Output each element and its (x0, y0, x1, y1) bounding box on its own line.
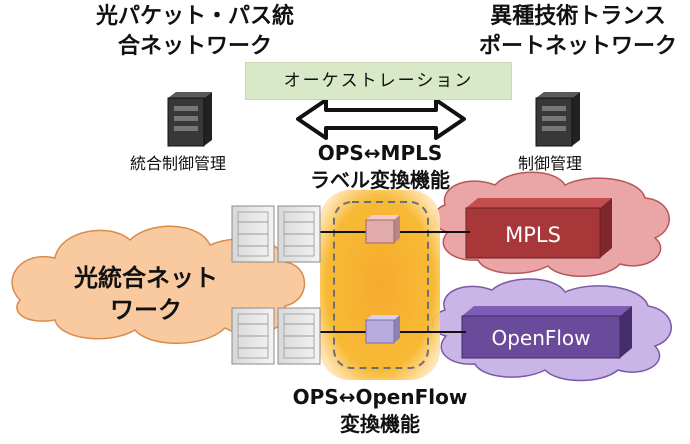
openflow-box-side (620, 306, 632, 358)
mpls-conversion-line2: ラベル変換機能 (310, 168, 450, 192)
server-icon (167, 92, 212, 147)
mpls-box-top (466, 198, 612, 208)
optical-network-label-line2: ワーク (110, 296, 182, 324)
openflow-conversion-line1: OPS↔OpenFlow (292, 385, 468, 409)
mpls-converter-node (365, 215, 400, 244)
left-management-label: 統合制御管理 (130, 154, 227, 173)
mpls-box-front (465, 207, 601, 259)
mpls-conversion-line1: OPS↔MPLS (317, 141, 443, 165)
openflow-box-front (461, 315, 621, 359)
server-icon (535, 92, 580, 147)
orchestration-bar: オーケストレーション (245, 62, 512, 100)
mpls-network-label: MPLS (505, 223, 561, 247)
optical-network-cloud (11, 225, 306, 344)
arrow-icon (296, 98, 466, 140)
left-title-line1: 光パケット・パス統 (95, 4, 294, 29)
right-management-label: 制御管理 (518, 154, 583, 173)
openflow-converter-node (365, 315, 400, 344)
openflow-box-top (462, 306, 632, 316)
optical-network-label-line1: 光統合ネット (73, 264, 218, 292)
right-network-title: 異種技術トランス ポートネットワーク (468, 2, 688, 62)
mpls-conversion-label: OPS↔MPLS ラベル変換機能 (265, 140, 495, 194)
left-network-title: 光パケット・パス統 合ネットワーク (80, 2, 310, 62)
right-title-line2: ポートネットワーク (478, 34, 677, 59)
openflow-conversion-line2: 変換機能 (340, 412, 420, 436)
openflow-conversion-label: OPS↔OpenFlow 変換機能 (255, 384, 505, 438)
openflow-network-label: OpenFlow (491, 326, 590, 350)
converter-dashed-frame (333, 201, 429, 369)
rack-icon (231, 205, 321, 263)
right-title-line1: 異種技術トランス (490, 4, 666, 29)
rack-icon (231, 307, 321, 365)
left-title-line2: 合ネットワーク (117, 34, 272, 59)
mpls-box-side (600, 198, 612, 258)
